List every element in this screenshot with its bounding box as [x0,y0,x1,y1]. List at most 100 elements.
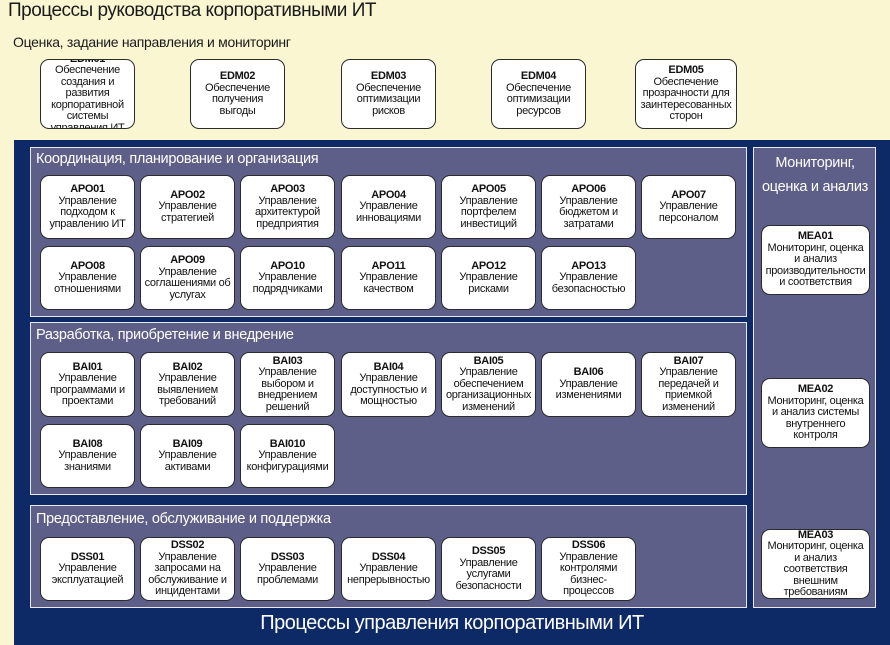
process-code: DSS03 [270,550,305,563]
process-code: BAI06 [573,366,604,379]
process-name: Управление подрядчиками [252,271,323,295]
process-code: BAI03 [272,354,303,367]
process-code: APO11 [371,259,406,272]
process-bai07: BAI07 Управление передачей и приемкой из… [641,352,736,417]
process-name: Управление инновациями [355,200,422,224]
process-name: Управление архитектурой предприятия [254,194,321,230]
process-name: Управление знаниями [58,449,117,473]
process-code: EDM02 [219,70,256,82]
process-code: BAI08 [72,437,103,450]
process-code: APO02 [170,188,205,201]
process-name: Управление проблемами [257,562,318,586]
process-code: EDM01 [70,60,105,65]
process-code: MEA02 [797,383,834,396]
process-code: APO06 [571,183,606,195]
process-name: Обеспечение создания и развития корпорат… [50,64,125,129]
process-name: Управление выявлением требований [157,372,218,407]
process-name: Управление персоналом [658,200,719,224]
process-name: Обеспечение оптимизации рисков [356,81,421,117]
process-code: BAI05 [473,354,504,367]
process-code: APO01 [70,183,105,195]
process-name: Управление контролями бизнес-процессов [559,550,618,598]
process-name: Мониторинг, оценка и анализ системы внут… [767,394,864,442]
process-label: BAI05 Управление обеспечением организаци… [445,354,532,414]
mea-panel-title: Мониторинг, оценка и анализ [761,155,868,195]
process-name: Управление непрерывностью [347,562,430,586]
process-code: APO05 [471,183,506,195]
process-edm05: EDM05 Обеспечение прозрачности для заинт… [635,59,737,129]
process-name: Управление безопасностью [551,271,626,295]
process-code: BAI04 [373,360,404,373]
process-code: DSS05 [471,545,506,557]
process-code: BAI09 [172,437,203,450]
process-name: Обеспечение оптимизации ресурсов [506,81,571,117]
process-name: Управление эксплуатацией [51,562,124,586]
process-code: DSS01 [70,550,105,563]
process-code: APO13 [571,259,606,272]
process-label: BAI03 Управление выбором и внедрением ре… [244,354,331,414]
process-code: APO07 [671,188,706,201]
process-name: Управление услугами безопасности [455,556,522,592]
process-code: APO12 [471,259,506,272]
process-code: DSS06 [571,539,606,552]
footer-title: Процессы управления корпоративными ИТ [260,612,644,634]
process-name: Управление программами и проектами [50,372,125,407]
process-code: EDM05 [668,64,704,77]
process-label: DSS02 Управление запросами на обслуживан… [144,540,231,598]
process-name: Управление подходом к управлению ИТ [49,194,126,230]
process-code: APO10 [270,259,305,272]
process-code: APO04 [371,188,406,201]
process-label: EDM01 Обеспечение создания и развития ко… [44,60,131,129]
process-label: BAI07 Управление передачей и приемкой из… [645,355,732,414]
process-name: Обеспечение получения выгоды [205,81,270,117]
process-code: EDM04 [520,70,557,82]
process-name: Управление выбором и внедрением решений [257,366,318,413]
process-name: Управление запросами на обслуживание и и… [148,550,227,598]
process-code: APO08 [70,259,105,272]
process-name: Управление бюджетом и затратами [559,194,618,230]
process-name: Управление передачей и приемкой изменени… [658,366,719,413]
process-name: Управление доступностью и мощностью [350,372,427,407]
process-bai05: BAI05 Управление обеспечением организаци… [441,352,536,417]
process-code: APO09 [170,254,205,266]
